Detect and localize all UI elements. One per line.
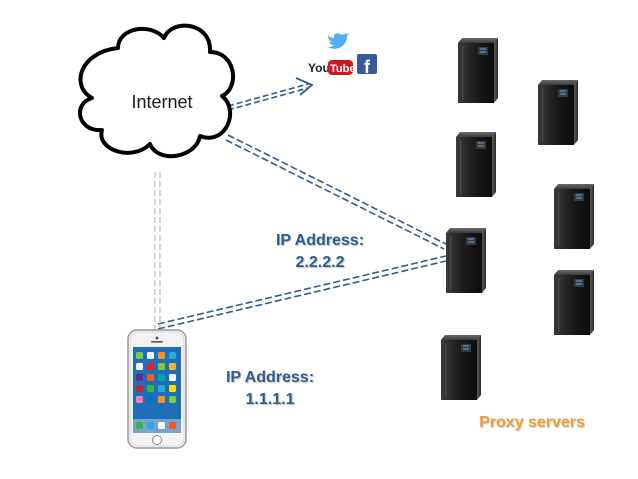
youtube-wordmark-tube: Tube — [330, 63, 355, 75]
phone-app-icons — [133, 352, 181, 433]
proxy-ip-value: 2.2.2.2 — [295, 254, 345, 271]
facebook-icon: f — [357, 54, 377, 77]
proxy-server — [456, 132, 496, 197]
proxy-server-cluster — [441, 38, 594, 400]
proxy-servers-caption: Proxy servers — [479, 414, 585, 431]
smartphone — [127, 329, 187, 449]
internet-cloud — [78, 23, 236, 159]
proxy-server — [458, 38, 498, 103]
proxy-ip-heading: IP Address: — [275, 232, 365, 249]
twitter-icon — [328, 33, 349, 49]
phone-ip-value: 1.1.1.1 — [245, 391, 295, 408]
internet-to-proxy-link — [225, 134, 447, 250]
proxy-server — [538, 80, 578, 145]
internet-to-services-link — [227, 77, 314, 111]
proxy-server — [441, 335, 481, 400]
proxy-server — [554, 184, 594, 249]
proxy-server — [554, 270, 594, 335]
internet-label: Internet — [131, 92, 193, 112]
phone-ip-address-label: IP Address: 1.1.1.1 — [200, 367, 340, 411]
phone-to-internet-link — [154, 172, 161, 332]
proxy-server-active — [446, 228, 486, 293]
youtube-icon: You Tube — [308, 60, 355, 75]
phone-to-proxy-link — [157, 255, 447, 330]
proxy-ip-address-label: IP Address: 2.2.2.2 — [250, 230, 390, 274]
youtube-wordmark-you: You — [308, 61, 330, 75]
phone-ip-heading: IP Address: — [225, 369, 315, 386]
phone-home-button — [152, 435, 162, 445]
facebook-letter: f — [364, 57, 371, 77]
